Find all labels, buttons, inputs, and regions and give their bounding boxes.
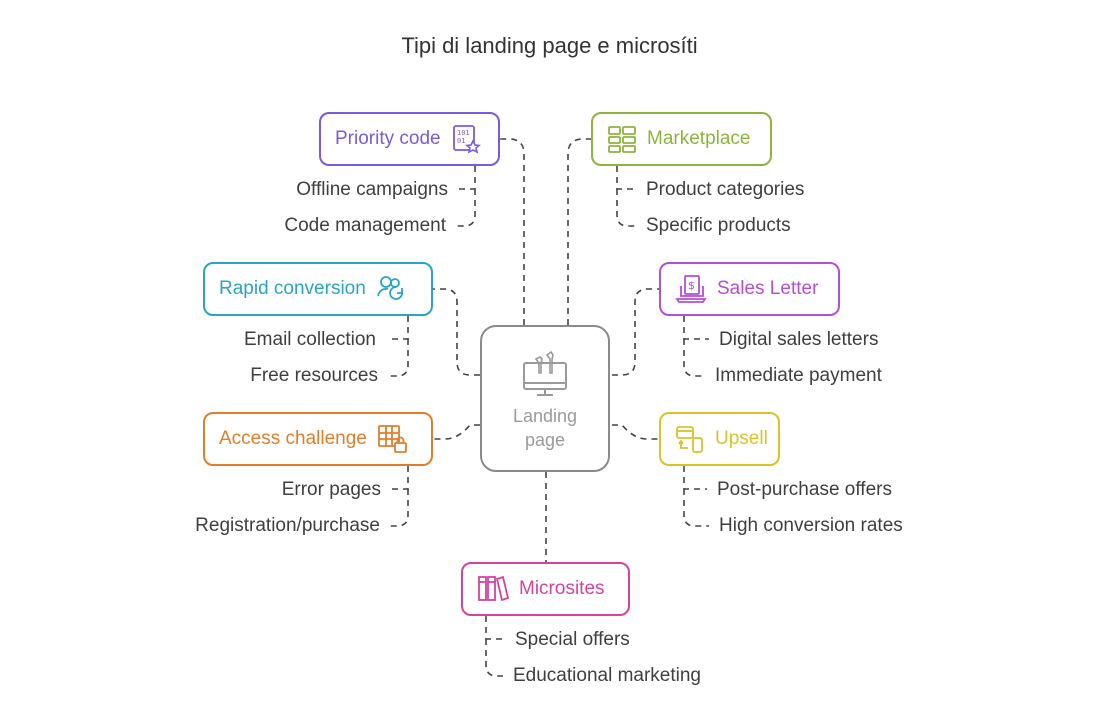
dashed-connector: [683, 489, 709, 527]
node-marketplace: Marketplace: [591, 112, 772, 166]
microsites-item: Special offers: [515, 629, 630, 650]
svg-text:101: 101: [457, 129, 470, 137]
dashed-connector: [616, 166, 636, 190]
svg-text:01: 01: [457, 137, 465, 145]
dashed-connector: [612, 424, 659, 440]
marketplace-item: Product categories: [646, 179, 805, 200]
node-access-challenge-label: Access challenge: [219, 428, 367, 449]
rapid-conversion-item: Free resources: [250, 365, 378, 386]
access-challenge-item: Error pages: [281, 479, 381, 500]
center-node-label: Landing page: [512, 406, 578, 450]
node-microsites-label: Microsites: [519, 578, 605, 599]
priority-code-item: Code management: [284, 215, 446, 236]
node-microsites: Microsites: [461, 562, 630, 616]
grid-lock-icon: [377, 424, 409, 454]
dashed-connector: [388, 489, 409, 527]
svg-text:$: $: [688, 279, 695, 292]
dashed-connector: [433, 424, 480, 440]
sales-letter-item: Digital sales letters: [719, 329, 879, 350]
node-sales-letter-label: Sales Letter: [717, 278, 819, 299]
marketplace-item: Specific products: [646, 215, 791, 236]
laptop-dollar-icon: $: [675, 274, 707, 304]
node-access-challenge: Access challenge: [203, 412, 433, 466]
dashed-connector: [485, 639, 503, 677]
monitor-rocket-icon: [523, 350, 567, 396]
dashed-connector: [433, 288, 480, 376]
dashed-connector: [388, 339, 409, 377]
books-icon: [477, 574, 509, 604]
dashed-connector: [567, 138, 591, 325]
node-priority-code: Priority code 101 01: [319, 112, 500, 166]
users-refresh-icon: [376, 274, 408, 304]
dashed-connector: [485, 616, 505, 640]
access-challenge-item: Registration/purchase: [195, 515, 380, 536]
center-node-landing-page: Landing page: [480, 325, 610, 472]
node-sales-letter: $ Sales Letter: [659, 262, 840, 316]
dashed-connector: [683, 466, 707, 490]
dashed-connector: [683, 316, 709, 340]
microsites-item: Educational marketing: [513, 665, 701, 686]
dashed-connector: [456, 189, 476, 227]
sales-letter-item: Immediate payment: [715, 365, 882, 386]
catalog-grid-icon: [607, 124, 637, 154]
dashed-connector: [616, 189, 636, 227]
rapid-conversion-item: Email collection: [244, 329, 376, 350]
node-rapid-conversion-label: Rapid conversion: [219, 278, 366, 299]
dashed-connector: [612, 288, 659, 376]
card-to-phone-icon: [675, 424, 705, 454]
qr-code-star-icon: 101 01: [451, 124, 481, 154]
node-marketplace-label: Marketplace: [647, 128, 751, 149]
priority-code-item: Offline campaigns: [296, 179, 448, 200]
dashed-connector: [456, 166, 476, 190]
dashed-connector: [500, 138, 525, 325]
node-upsell-label: Upsell: [715, 428, 768, 449]
dashed-connector: [389, 466, 409, 490]
node-upsell: Upsell: [659, 412, 780, 466]
node-priority-code-label: Priority code: [335, 128, 441, 149]
node-rapid-conversion: Rapid conversion: [203, 262, 433, 316]
dashed-connector: [683, 339, 705, 377]
upsell-item: High conversion rates: [719, 515, 903, 536]
diagram-title: Tipi di landing page e microsíti: [401, 33, 698, 58]
dashed-connector: [389, 316, 409, 340]
upsell-item: Post-purchase offers: [717, 479, 892, 500]
